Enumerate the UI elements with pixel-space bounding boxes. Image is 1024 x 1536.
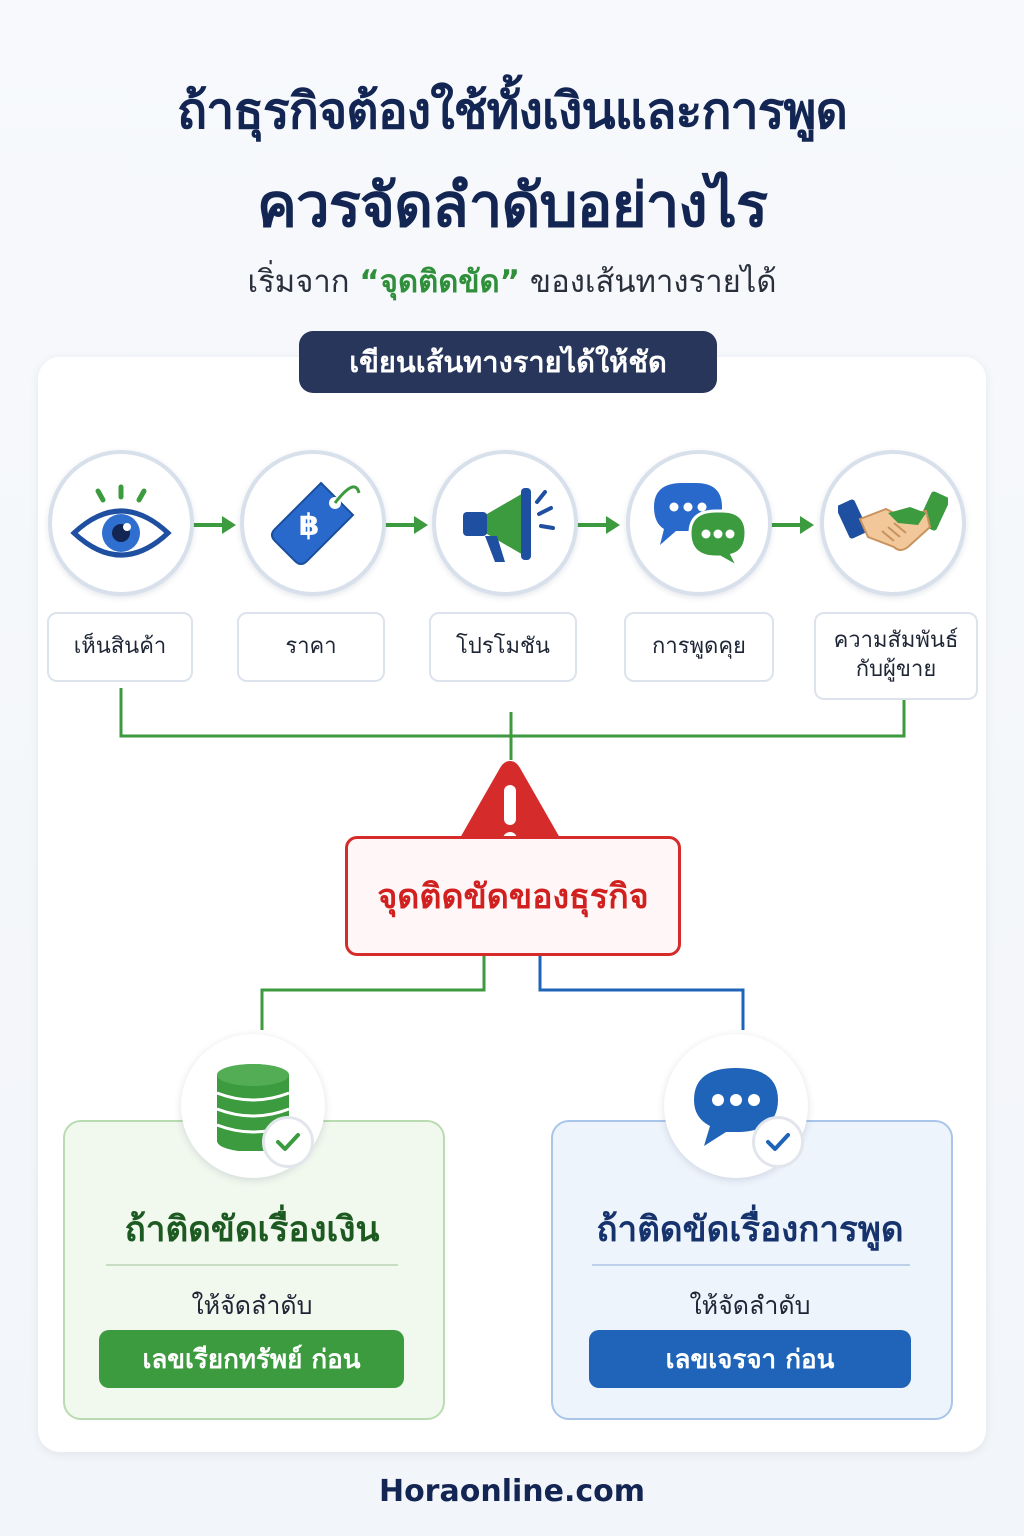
page-subtitle: เริ่มจาก “จุดติดขัด” ของเส้นทางรายได้ xyxy=(0,256,1024,306)
money-panel-sub: ให้จัดลำดับ xyxy=(191,1291,313,1320)
money-priority-button[interactable]: เลขเรียกทรัพย์ ก่อน xyxy=(99,1330,404,1388)
page-title-line2: ควรจัดลำดับอย่างไร xyxy=(256,171,768,241)
subtitle-highlight: “จุดติดขัด” xyxy=(359,264,521,300)
price-tag-icon: ฿ xyxy=(271,481,361,565)
subtitle-post: ของเส้นทางรายได้ xyxy=(529,264,777,300)
step-label-relation: ความสัมพันธ์ กับผู้ขาย xyxy=(814,612,978,700)
chat-bubbles-icon xyxy=(654,483,748,571)
money-divider xyxy=(106,1264,398,1266)
speech-divider xyxy=(592,1264,910,1266)
speech-panel-title: ถ้าติดขัดเรื่องการพูด xyxy=(596,1210,904,1250)
step-circle-price: ฿ xyxy=(240,450,386,596)
handshake-icon xyxy=(838,491,948,551)
page-title-line1: ถ้าธุรกิจต้องใช้ทั้งเงินและการพูด xyxy=(177,82,848,140)
speech-check-icon xyxy=(752,1116,804,1168)
step-circle-see xyxy=(48,450,194,596)
bottleneck-box: จุดติดขัดของธุรกิจ xyxy=(345,836,681,956)
money-panel-title: ถ้าติดขัดเรื่องเงิน xyxy=(124,1210,380,1250)
speech-priority-button[interactable]: เลขเจรจา ก่อน xyxy=(589,1330,911,1388)
svg-text:฿: ฿ xyxy=(299,508,320,543)
megaphone-icon xyxy=(463,488,555,562)
speech-panel-sub: ให้จัดลำดับ xyxy=(689,1291,811,1320)
step-circle-promo xyxy=(432,450,578,596)
eye-icon xyxy=(70,484,172,558)
step-label-see: เห็นสินค้า xyxy=(47,612,193,682)
step-label-talk: การพูดคุย xyxy=(624,612,774,682)
subtitle-pre: เริ่มจาก xyxy=(247,264,350,300)
step-circle-relation xyxy=(820,450,966,596)
footer-site[interactable]: Horaonline.com xyxy=(378,1474,646,1509)
step-label-promo: โปรโมชัน xyxy=(429,612,577,682)
step-circle-talk xyxy=(626,450,772,596)
section-pill: เขียนเส้นทางรายได้ให้ชัด xyxy=(299,331,717,393)
money-check-icon xyxy=(262,1116,314,1168)
step-label-price: ราคา xyxy=(237,612,385,682)
